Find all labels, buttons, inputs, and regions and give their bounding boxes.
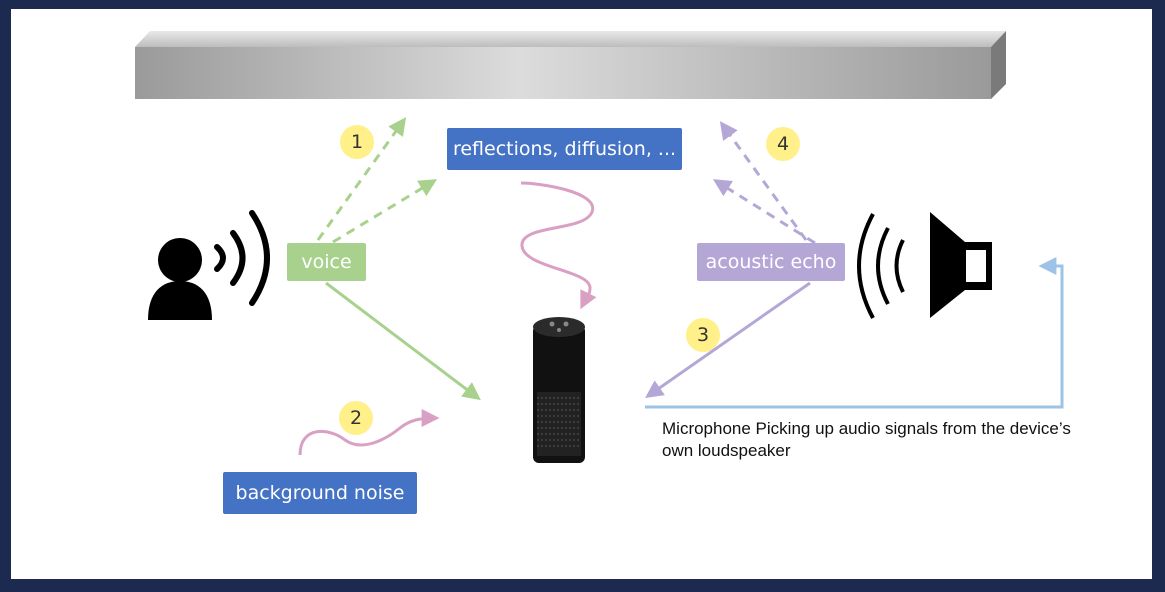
background-noise-label: background noise [223, 472, 417, 514]
step-badge-3: 3 [686, 318, 720, 352]
person-icon [148, 238, 212, 320]
loudspeaker-icon [857, 212, 992, 319]
step-badge-4: 4 [766, 127, 800, 161]
echo-caption: Microphone Picking up audio signals from… [662, 419, 1071, 460]
reflection-wave [520, 181, 597, 310]
ceiling-bar-icon [135, 31, 1006, 99]
acoustic-echo-label: acoustic echo [697, 243, 845, 281]
echo-arrows [645, 121, 816, 399]
voice-label: voice [287, 243, 366, 281]
smart-speaker-icon [533, 317, 585, 463]
noise-wave [298, 409, 440, 456]
sound-waves-icon [214, 210, 270, 306]
step-badge-2: 2 [339, 401, 373, 435]
feedback-path [645, 257, 1064, 409]
reflections-label: reflections, diffusion, ... [447, 128, 682, 170]
voice-arrows [316, 117, 481, 401]
step-badge-1: 1 [340, 125, 374, 159]
